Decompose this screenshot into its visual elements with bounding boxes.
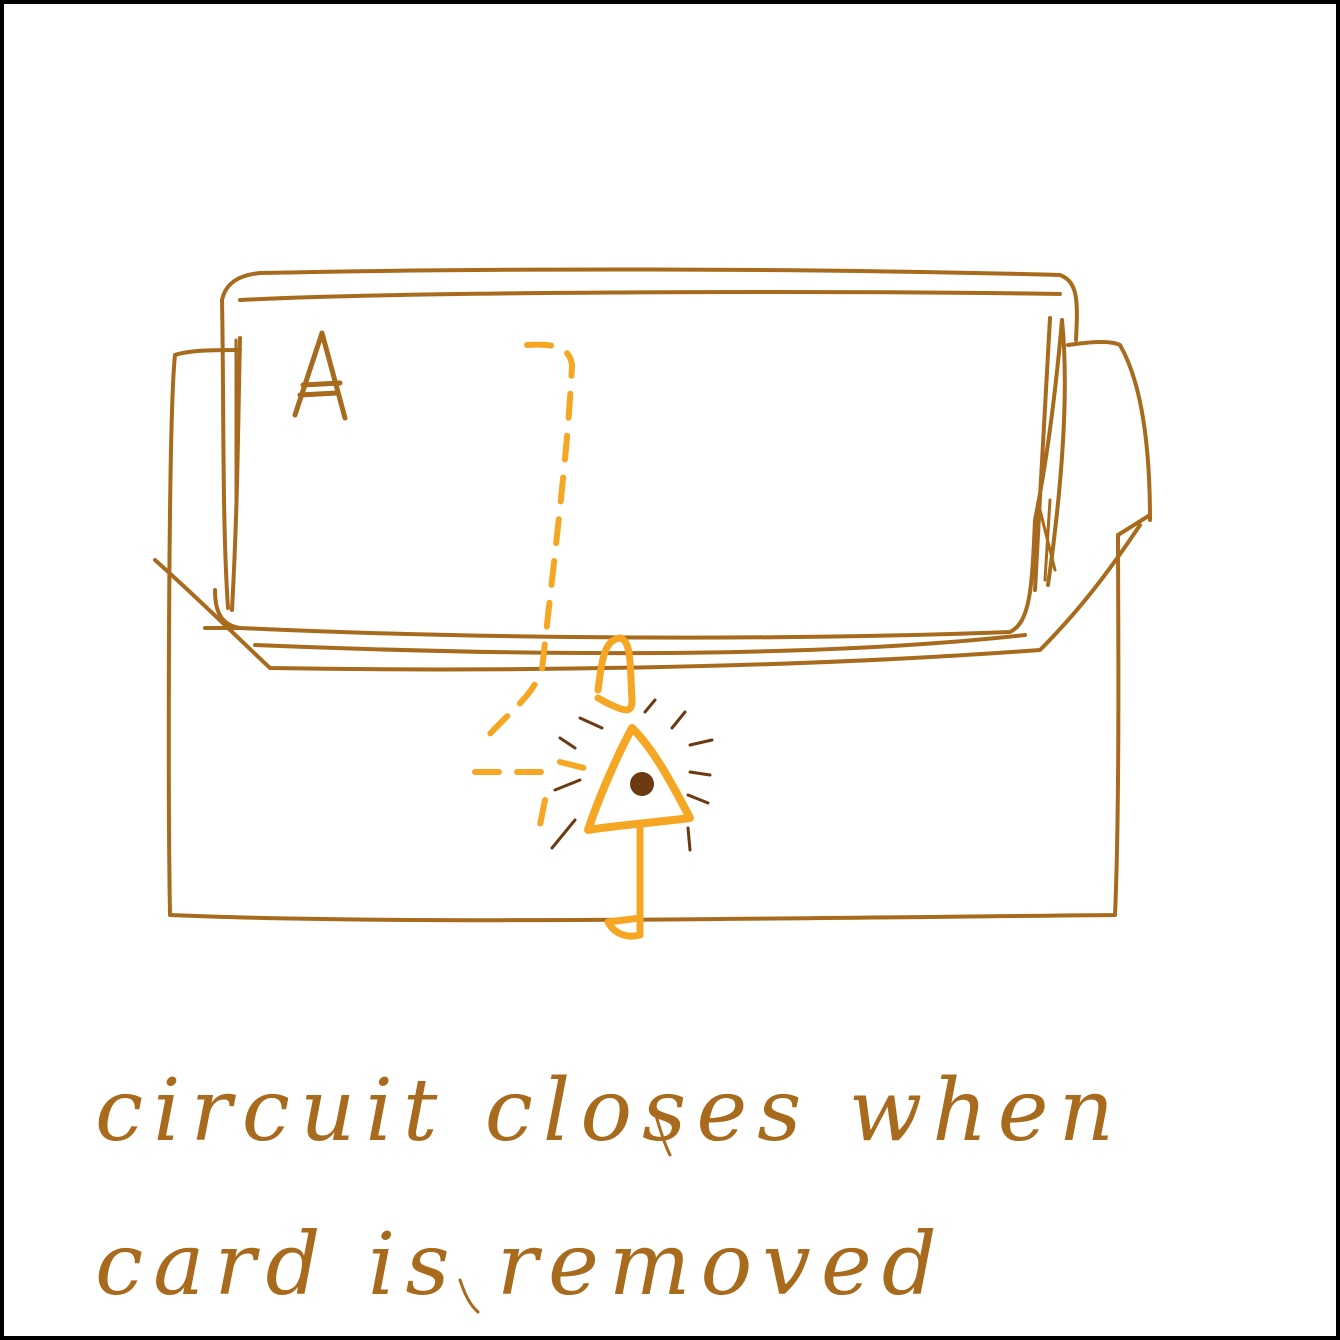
holder-flap — [153, 523, 1142, 672]
caption-line-1: circuit closes when — [95, 1061, 1124, 1161]
caption-line-2: card is removed — [95, 1215, 947, 1315]
card-clip-marks — [234, 338, 1060, 582]
caption-flourish — [458, 1110, 672, 1314]
holder-body — [166, 340, 1152, 923]
card-label-a — [292, 330, 348, 421]
card-a — [203, 267, 1079, 640]
circuit-wire-dashed — [472, 341, 603, 828]
light-sensor-icon — [550, 698, 714, 852]
circuit-wire-solid — [594, 634, 644, 940]
